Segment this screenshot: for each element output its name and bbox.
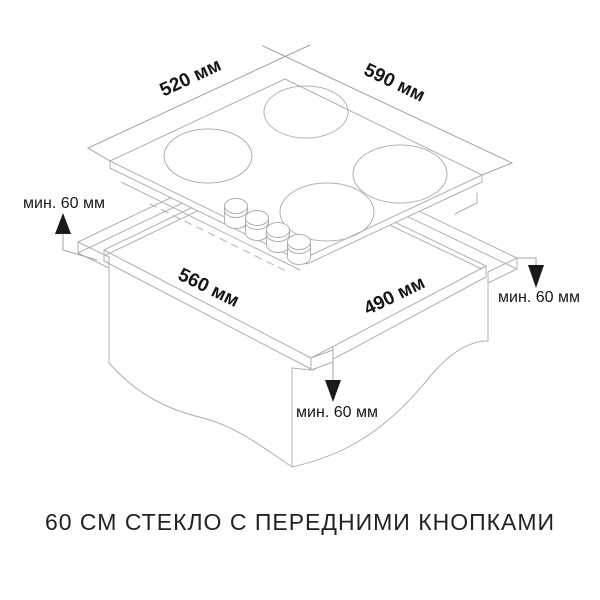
slab-section-face xyxy=(310,349,334,371)
countertop-front-right-bottom xyxy=(487,268,518,284)
clearance-front-label: мин. 60 мм xyxy=(296,404,378,421)
clearance-front: мин. 60 мм xyxy=(296,346,378,421)
knob-1 xyxy=(224,198,248,229)
slab-bottom-front-corner xyxy=(291,367,312,371)
hob-casing-right-step xyxy=(454,192,478,215)
cabinet-break-curve-left xyxy=(108,362,293,468)
cabinet-break-curve-right xyxy=(291,340,489,468)
burner-back xyxy=(263,85,349,139)
clearance-right-label: мин. 60 мм xyxy=(498,289,580,306)
dim-line-590 xyxy=(262,45,514,176)
cutout-front-right-wall xyxy=(312,276,487,371)
dim-490-label: 490 мм xyxy=(361,272,429,319)
knob-4 xyxy=(287,234,311,265)
countertop-front-right-top xyxy=(487,257,518,273)
clearance-left-label: мин. 60 мм xyxy=(23,195,105,212)
diagram-caption: 60 СМ СТЕКЛО С ПЕРЕДНИМИ КНОПКАМИ xyxy=(44,509,556,535)
hob-casing-edge xyxy=(120,181,301,271)
clearance-left-leader xyxy=(62,233,98,261)
clearance-right-leader xyxy=(516,257,537,266)
knob-3 xyxy=(266,222,290,253)
arrow-up-icon xyxy=(55,213,71,234)
cutout-front-left-wall xyxy=(103,260,312,370)
clearance-left: мин. 60 мм xyxy=(23,195,105,261)
cutout-front-left-edge xyxy=(103,249,312,359)
dim-520-label: 520 мм xyxy=(157,55,225,102)
cutout-front-right-edge xyxy=(310,265,487,359)
knob-2 xyxy=(245,210,269,241)
burner-front xyxy=(279,182,375,242)
burner-right xyxy=(352,144,448,204)
arrow-down-icon xyxy=(528,265,544,288)
hob-body-fill xyxy=(110,79,482,264)
burner-left xyxy=(163,128,253,184)
clearance-right: мин. 60 мм xyxy=(498,257,580,306)
dim-590-label: 590 мм xyxy=(360,60,428,107)
dim-line-520 xyxy=(86,44,311,162)
hob-group xyxy=(109,78,483,273)
arrow-down-icon xyxy=(325,380,341,402)
hob-casing-notches xyxy=(149,203,289,273)
